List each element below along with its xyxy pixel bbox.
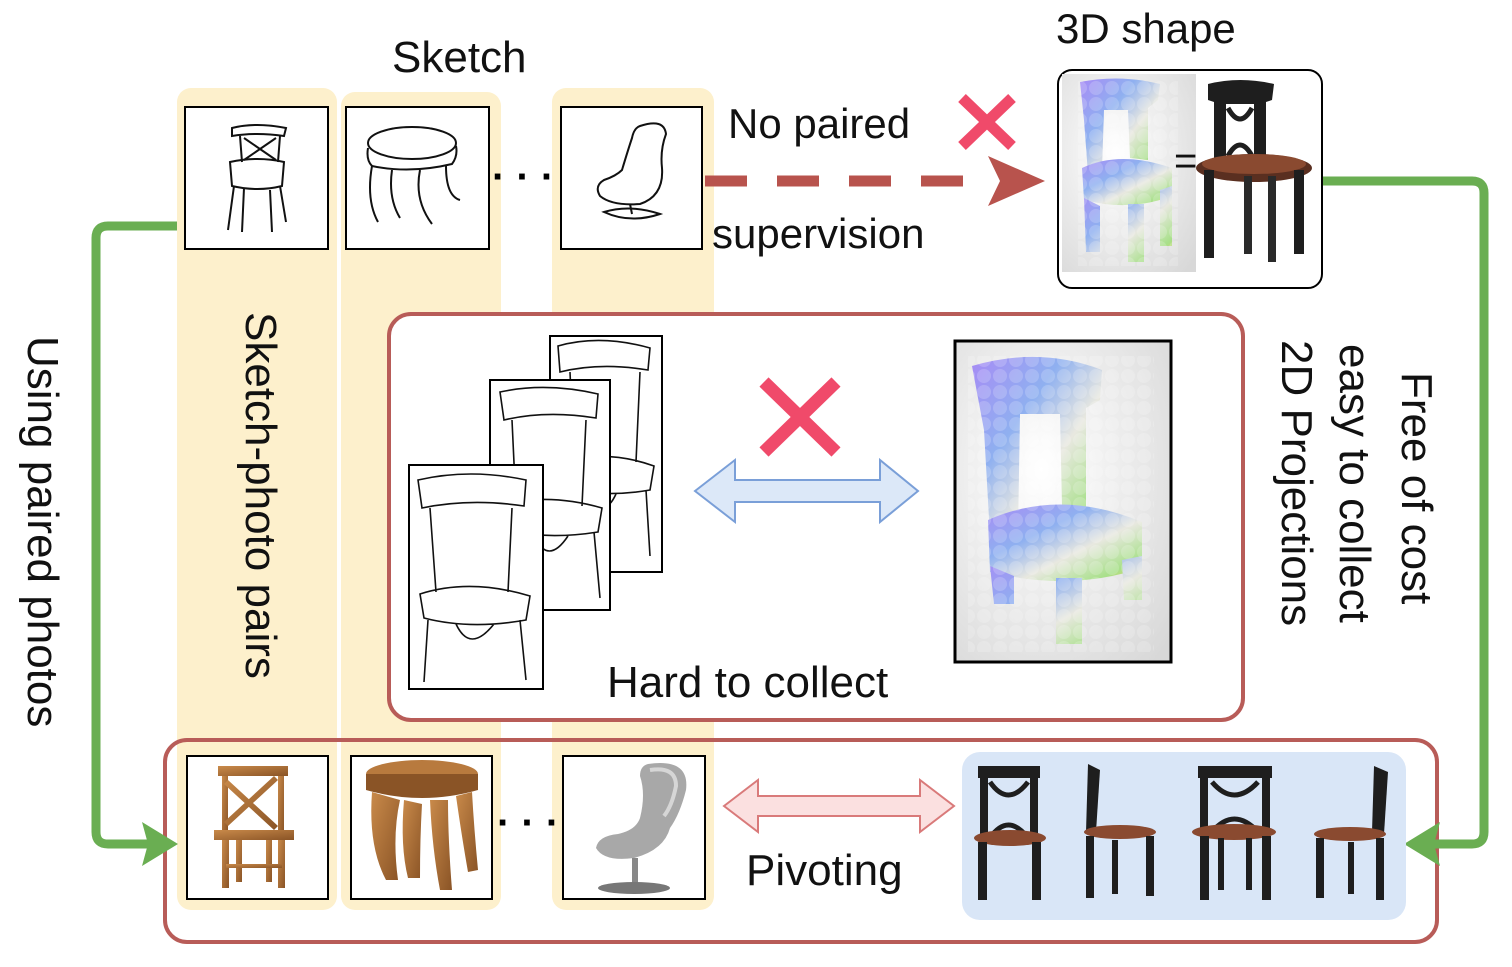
sketch-card-3	[560, 106, 703, 250]
sketch-photo-pairs-label: Sketch-photo pairs	[236, 312, 285, 679]
projections-panel	[962, 752, 1406, 920]
cross-icon-middle	[759, 377, 841, 457]
projection-front-view	[974, 766, 1046, 900]
photo-card-3	[562, 755, 706, 900]
point-cloud-chair-icon	[1078, 78, 1178, 266]
easy-to-collect-label: easy to collect	[1330, 344, 1379, 623]
photo-card-2	[350, 755, 493, 900]
no-paired-label: No paired	[728, 100, 910, 147]
cross-icon-top	[958, 94, 1016, 150]
stool-sketch-icon	[366, 126, 461, 225]
sketch-title: Sketch	[392, 33, 527, 82]
stacked-sketches	[408, 335, 663, 690]
free-of-cost-label: Free of cost	[1392, 372, 1441, 604]
photo-card-1	[186, 755, 329, 900]
supervision-label: supervision	[712, 210, 924, 257]
green-left-arrow	[91, 221, 178, 866]
blue-double-arrow	[693, 457, 920, 525]
hard-to-collect-label: Hard to collect	[607, 658, 888, 707]
projection-side-view-2	[1314, 766, 1388, 900]
pink-double-arrow	[722, 777, 956, 835]
projection-back-view	[1192, 766, 1276, 900]
ellipsis-bottom: · · ·	[497, 801, 559, 845]
shape-3d-title: 3D shape	[1056, 5, 1236, 52]
wooden-stool-photo-icon	[366, 760, 478, 890]
chair-render-icon	[1196, 80, 1312, 262]
dashed-red-arrow	[705, 156, 1045, 206]
shape-3d-box: =	[1057, 69, 1323, 289]
sketch-card-1	[184, 106, 329, 250]
curvy-chair-sketch-icon	[596, 122, 668, 220]
pivoting-label: Pivoting	[746, 846, 903, 895]
equals-sign: =	[1174, 139, 1197, 183]
sketch-card-2	[345, 106, 490, 250]
curvy-chair-photo-icon	[596, 763, 687, 894]
bar-stool-photo-icon	[214, 766, 294, 888]
ellipsis-top: · · ·	[492, 155, 554, 199]
projections-2d-label: 2D Projections	[1272, 340, 1321, 626]
using-paired-photos-label: Using paired photos	[18, 336, 67, 727]
chair-sketch-icon	[227, 124, 288, 233]
projection-side-view	[1084, 764, 1156, 898]
middle-point-cloud	[953, 339, 1173, 664]
column-highlight-1	[177, 88, 337, 910]
green-right-arrow	[1322, 176, 1489, 866]
